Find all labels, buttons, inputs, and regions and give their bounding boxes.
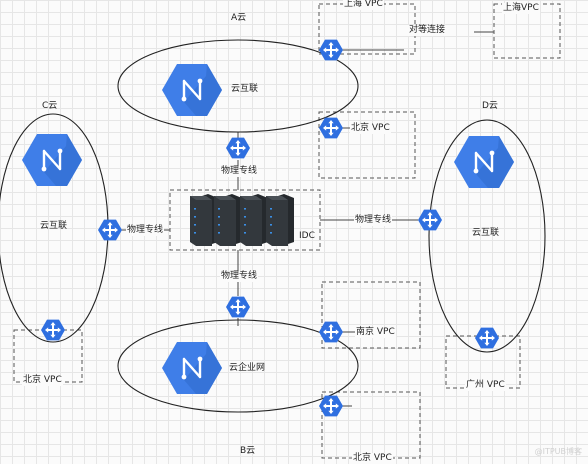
leased-line-label-right: 物理专线 [354,215,393,226]
vpc-gateway-icon[interactable] [319,321,343,343]
cloud-d-title: D云 [482,101,498,111]
vpc-gateway-icon[interactable] [319,39,343,61]
vpc-gateway-icon[interactable] [41,319,65,341]
vpc-gateway-icon[interactable] [475,327,499,349]
leased-line-label-bottom: 物理专线 [220,271,259,282]
vpc-label-b-nanjing: 南京 VPC [355,327,396,338]
vpc-label-d-guangzhou: 广州 VPC [465,380,506,391]
cloud-link-icon [20,132,84,188]
watermark: @ITPUB博客 [534,447,582,456]
enterprise-network-icon [160,340,224,396]
cloud-d-ellipse [428,119,546,353]
cloud-c-title: C云 [42,101,58,111]
vpc-label-peer-shanghai: 上海VPC [502,3,540,14]
server-icon [240,194,268,246]
vpc-gateway-icon[interactable] [98,219,122,241]
leased-line-label-top: 物理专线 [220,166,259,177]
vpc-gateway-icon[interactable] [226,137,250,159]
idc-servers [190,194,294,246]
cloud-d-service-label: 云互联 [472,228,500,238]
leased-line-label-left: 物理专线 [126,225,165,236]
cloud-link-icon [160,62,224,118]
cloud-a-title: A云 [231,13,247,23]
box-peer-shanghai-vpc [493,3,561,59]
cloud-a-ellipse [117,39,359,133]
cloud-a-service-label: 云互联 [231,84,259,94]
peering-connection-label: 对等连接 [408,25,447,36]
cloud-c-service-label: 云互联 [40,221,68,231]
vpc-label-b-beijing: 北京 VPC [352,453,393,464]
cloud-b-service-label: 云企业网 [229,363,266,373]
server-icon [190,194,218,246]
vpc-gateway-icon[interactable] [226,296,250,318]
server-icon [214,194,242,246]
idc-label: IDC [299,231,315,241]
box-a-beijing-vpc [318,111,416,179]
cloud-link-icon [452,134,516,190]
box-b-nanjing-vpc [321,281,421,349]
vpc-label-a-beijing: 北京 VPC [350,123,391,134]
server-icon [266,194,294,246]
cloud-b-title: B云 [240,446,256,456]
vpc-gateway-icon[interactable] [319,117,343,139]
vpc-label-a-shanghai: 上海 VPC [343,0,384,10]
cloud-b-ellipse [117,319,359,413]
vpc-gateway-icon[interactable] [418,209,442,231]
vpc-label-c-beijing: 北京 VPC [22,375,63,386]
